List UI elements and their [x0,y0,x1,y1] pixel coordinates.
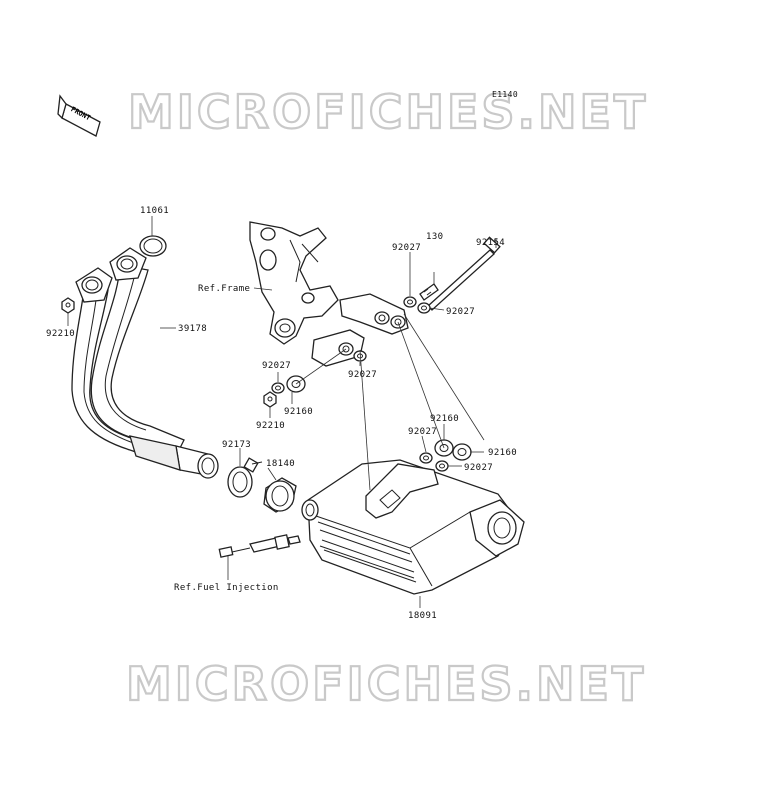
nut-92210-left [61,297,75,314]
label-92210-center: 92210 [256,421,285,431]
label-92154: 92154 [476,238,505,248]
watermark-bottom: MICROFICHES.NET [126,657,646,711]
diagram-code: E1140 [492,90,518,99]
label-92027-right-top: 92027 [408,427,437,437]
clamp-92173 [227,457,263,498]
label-130: 130 [426,232,443,242]
label-92173: 92173 [222,440,251,450]
label-92210-left: 92210 [46,329,75,339]
label-11061: 11061 [140,206,169,216]
washer-92027-right-a [419,452,433,464]
gasket-18140 [263,477,297,513]
washer-92027-mid [353,350,367,362]
washer-92027-left [271,382,285,394]
bolt-92154 [427,236,501,311]
o2-sensor [218,534,301,558]
bolt-130 [419,283,439,301]
frame-bracket [249,221,409,367]
gasket-11061 [139,235,167,257]
muffler-18091 [301,459,525,595]
label-ref-frame: Ref.Frame [198,284,250,294]
watermark-top: MICROFICHES.NET [128,85,648,139]
label-18091: 18091 [408,611,437,621]
leader-lines [67,216,497,608]
label-92027-right-bottom: 92027 [464,463,493,473]
label-92160-left: 92160 [284,407,313,417]
washer-92027-upper [403,296,417,308]
grommet-92160-right-b [452,443,472,461]
label-92160-right-top: 92160 [430,414,459,424]
label-92027-left: 92027 [262,361,291,371]
washer-92027-right-b [435,460,449,472]
label-92027-mid: 92027 [348,370,377,380]
label-18140: 18140 [266,459,295,469]
front-arrow-icon: FRONT [57,94,101,137]
exhaust-pipe-39178 [71,247,219,479]
label-92027-top: 92027 [392,243,421,253]
washer-92027-upper-right [417,302,431,314]
label-39178: 39178 [178,324,207,334]
label-ref-fuel-injection: Ref.Fuel Injection [174,583,279,593]
nut-92210-center [263,391,277,408]
pipe-flange-rear [109,247,147,281]
label-92160-right: 92160 [488,448,517,458]
label-92027-upper-right: 92027 [446,307,475,317]
pipe-flange-front [75,267,113,303]
